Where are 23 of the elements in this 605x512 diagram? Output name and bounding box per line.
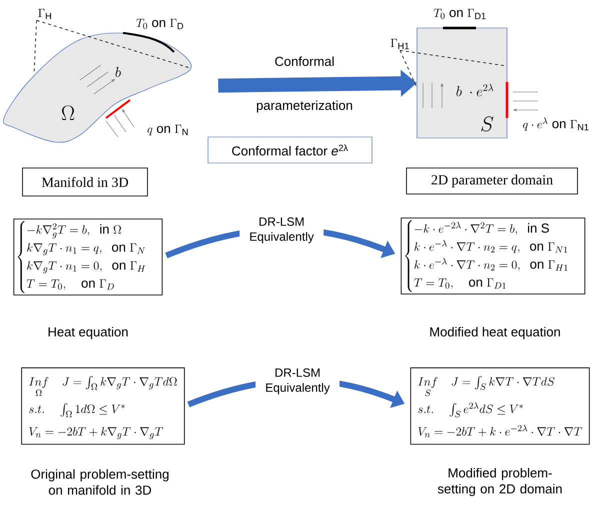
title-box: 2D parameter domain (406, 168, 578, 194)
boundary-label: $q\cdot e^{\lambda}~\mathrm{on}~\Gamma_{\mathrm{N1}}$ (523, 118, 588, 130)
equation-box: $\begin{cases} -k\cdot e^{-2\lambda}\cdot\nabla^2 T = b,~~\mathrm{in~S} \\ k\cdot e^{-\lambda}\cdot\nabla T\cdot n_2 = q,~~\mathrm{on}~\Gamma_{N1} \\ k\cdot e^{-\lambda}\cdot\nabla T\cdot n_2 = 0,~~\mathrm{on}~\Gamma_{H1} \\ T = T_0,\quad \mathrm{on}~\Gamma_{D1} \end{cases}$ (400, 218, 586, 294)
equation-box: $\begin{array}{l} \underset{\Omega}{Inf}\quad J = \int_\Omega k\nabla_g T\cdot\nabla_g T d\Omega \\ s.t.\quad \int_\Omega 1 d\Omega \le V^* \\ V_n = -2bT + k\nabla_g T\cdot\nabla_g T \end{array}$ (21, 367, 185, 445)
description-label: Original problem-setting on manifold in 3D (31, 469, 168, 495)
equation-box: $\begin{array}{l} \underset{S}{Inf}\quad J = \int_S k\nabla T\cdot\nabla T dS \\ s.t.\quad \int_S e^{2\lambda} dS \le V^* \\ V_n = -2bT + k\cdot e^{-2\lambda}\cdot\nabla T\cdot\nabla T \end{array}$ (410, 367, 590, 445)
edge-label: DR-LSM Equivalently (240, 215, 324, 246)
equation-box: $\begin{cases} -k\nabla_g^2 T = b,~~\mathrm{in}~\Omega \\ k\nabla_g T\cdot n_1 = q,~~\mathrm{on}~\Gamma_N \\ k\nabla_g T\cdot n_1 = 0,~~\mathrm{on}~\Gamma_H \\ T = T_0,\quad \mathrm{on}~\Gamma_D \end{cases}$ (13, 218, 163, 296)
edge-label: DR-LSM Equivalently (256, 366, 340, 396)
boundary-label: $\Gamma_{\mathrm{H}}$ (38, 8, 51, 20)
boundary-label: $q~\mathrm{on}~\Gamma_{\mathrm{N}}$ (148, 124, 188, 136)
leader-line (34, 20, 37, 74)
boundary-label: $\Gamma_{\mathrm{H1}}$ (390, 38, 409, 50)
leader-line (36, 20, 190, 68)
title-box: Manifold in 3D (22, 168, 148, 196)
leader-line (400, 50, 418, 88)
description-label: Heat equation (48, 326, 128, 340)
factor-box: Conformal factor e$^{2λ}$ (208, 136, 372, 164)
description-label: Modified heat equation (430, 326, 560, 340)
parameter-domain-square: $b~\cdot e^{2\lambda}$ $S$ (416, 28, 508, 138)
boundary-label: $T_0~\mathrm{on}~\Gamma_{\mathrm{D}}$ (136, 18, 184, 30)
boundary-label: $T_0~\mathrm{on}~\Gamma_{\mathrm{D1}}$ (434, 8, 486, 20)
description-label: Modified problem-setting on 2D domain (438, 468, 562, 496)
